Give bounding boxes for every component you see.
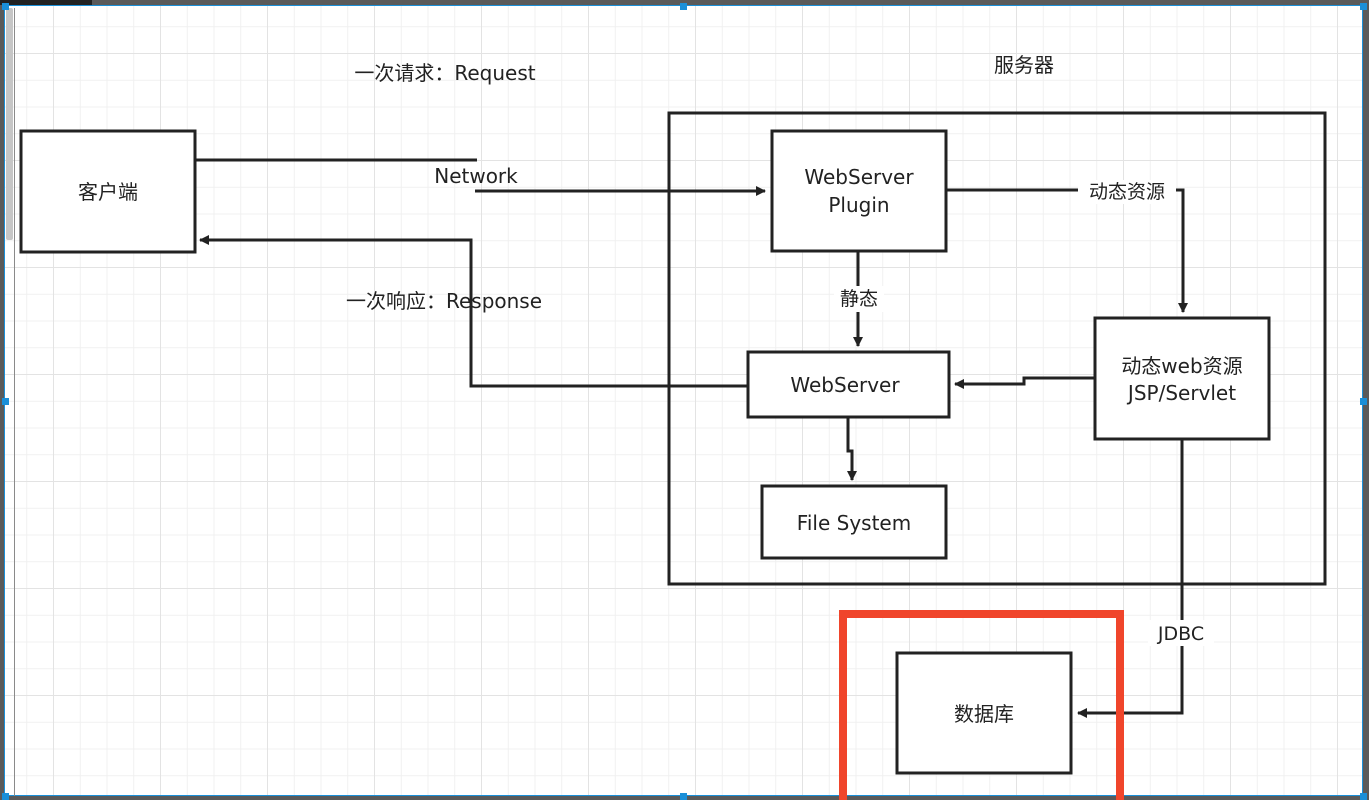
- dynamic-resource-label: 动态资源: [1089, 181, 1165, 203]
- plugin-label-line2: Plugin: [828, 193, 889, 217]
- webserver-node[interactable]: [746, 350, 951, 419]
- selection-handle-bottom-left[interactable]: [2, 793, 9, 800]
- request-label: 一次请求：Request: [354, 61, 535, 85]
- webserver-label: WebServer: [790, 373, 900, 397]
- diagram-canvas[interactable]: [4, 5, 1363, 796]
- selection-handle-bottom-center[interactable]: [680, 793, 687, 800]
- client-node[interactable]: [19, 129, 197, 254]
- jdbc-edge[interactable]: [1077, 439, 1184, 718]
- dynamic-to-webserver-edge[interactable]: [954, 376, 1095, 389]
- network-label: Network: [434, 164, 518, 188]
- client-label: 客户端: [78, 180, 138, 204]
- plugin-label-line1: WebServer: [804, 165, 914, 189]
- response-label: 一次响应：Response: [346, 289, 542, 313]
- database-label: 数据库: [954, 702, 1014, 726]
- database-highlight-box: [839, 610, 1124, 800]
- selection-handle-top-right[interactable]: [1360, 3, 1367, 10]
- webserver-plugin-node[interactable]: [770, 129, 948, 253]
- filesystem-label: File System: [797, 511, 911, 535]
- canvas-left-edge: [14, 8, 15, 796]
- static-label-bg: [834, 286, 884, 312]
- server-title: 服务器: [994, 53, 1054, 77]
- dynamic-web-resource-node[interactable]: [1093, 316, 1271, 441]
- selection-handle-bottom-right[interactable]: [1360, 793, 1367, 800]
- vertical-scrollbar[interactable]: [6, 8, 13, 240]
- dynamic-resource-label-bg: [1078, 180, 1176, 204]
- jdbc-label: JDBC: [1157, 623, 1204, 645]
- dynamic-resource-edge[interactable]: [946, 188, 1188, 313]
- response-edge[interactable]: [199, 235, 748, 388]
- selection-handle-top-center[interactable]: [680, 3, 687, 10]
- filesystem-node[interactable]: [760, 484, 948, 560]
- selection-handle-middle-left[interactable]: [2, 398, 9, 405]
- static-label: 静态: [840, 288, 878, 310]
- window-top-bar: [0, 0, 92, 5]
- jdbc-label-bg: [1148, 620, 1214, 646]
- selection-handle-middle-right[interactable]: [1360, 398, 1367, 405]
- database-node[interactable]: [895, 651, 1073, 775]
- dynamic-label-line2: JSP/Servlet: [1126, 381, 1236, 405]
- dynamic-label-line1: 动态web资源: [1121, 354, 1242, 378]
- server-container[interactable]: [667, 111, 1327, 586]
- selection-handle-top-left[interactable]: [2, 3, 9, 10]
- webserver-to-filesystem-edge[interactable]: [846, 417, 857, 481]
